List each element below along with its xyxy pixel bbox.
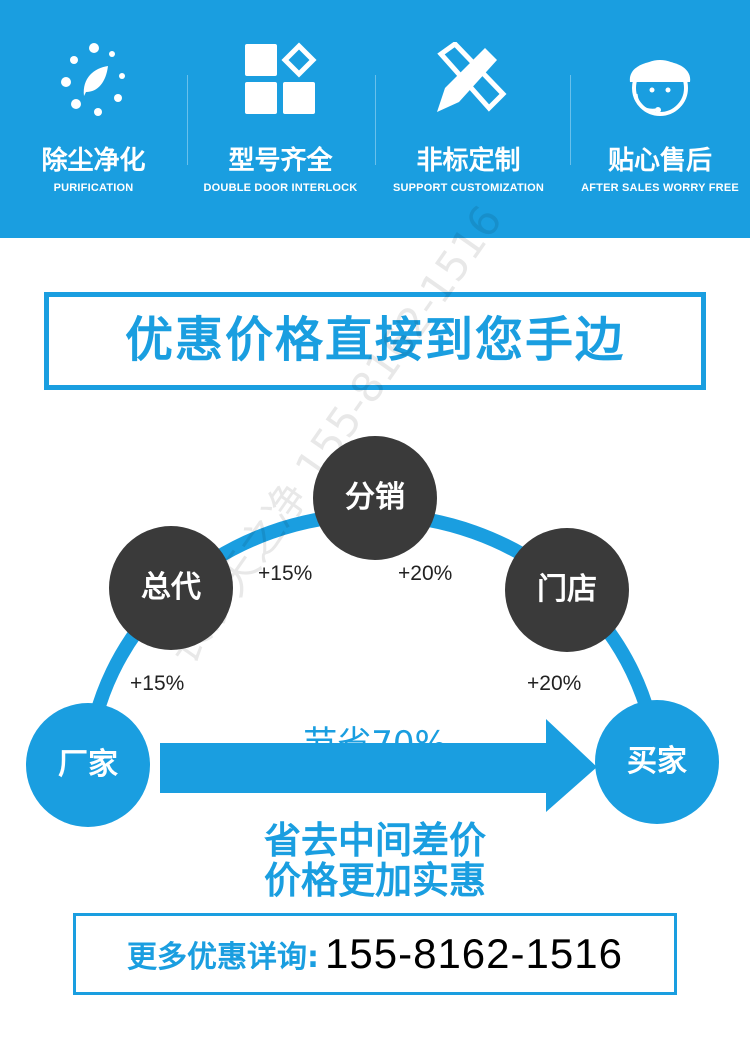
saving-label: 节省70% xyxy=(303,724,447,764)
feature-models: 型号齐全 DOUBLE DOOR INTERLOCK xyxy=(187,0,374,238)
contact-phone: 155-8162-1516 xyxy=(325,930,623,977)
tagline-1: 省去中间差价 xyxy=(264,819,486,862)
feature-title: 贴心售后 xyxy=(607,146,712,176)
node-distributor: 分销 xyxy=(313,436,437,560)
node-manufacturer: 厂家 xyxy=(26,703,150,827)
markup-label: +15% xyxy=(130,672,185,695)
feature-band: 除尘净化 PURIFICATION 型号齐全 DOUBLE DOOR INTER… xyxy=(0,0,750,238)
node-buyer: 买家 xyxy=(595,700,719,824)
markup-label: +15% xyxy=(258,562,313,585)
pencil-ruler-icon xyxy=(436,42,506,112)
feature-custom: 非标定制 SUPPORT CUSTOMIZATION xyxy=(375,0,562,238)
feature-purification: 除尘净化 PURIFICATION xyxy=(0,0,187,238)
divider xyxy=(187,75,188,165)
headset-agent-icon xyxy=(629,60,691,116)
feature-subtitle: SUPPORT CUSTOMIZATION xyxy=(392,182,545,194)
feature-subtitle: PURIFICATION xyxy=(53,182,134,194)
contact-label: 更多优惠详询: xyxy=(127,940,320,975)
arrow-right-icon xyxy=(160,719,597,812)
divider xyxy=(375,75,376,165)
markup-label: +20% xyxy=(527,672,582,695)
grid-diamond-icon xyxy=(244,42,317,114)
node-general-agent: 总代 xyxy=(109,526,233,650)
feature-subtitle: DOUBLE DOOR INTERLOCK xyxy=(203,182,358,194)
markup-label: +20% xyxy=(398,562,453,585)
tagline-2: 价格更加实惠 xyxy=(264,859,486,902)
headline-box: 优惠价格直接到您手边 xyxy=(44,292,706,390)
node-store: 门店 xyxy=(505,528,629,652)
feature-title: 非标定制 xyxy=(416,146,521,176)
feature-aftersales: 贴心售后 AFTER SALES WORRY FREE xyxy=(570,0,750,238)
feature-title: 型号齐全 xyxy=(228,146,333,176)
feature-subtitle: AFTER SALES WORRY FREE xyxy=(581,182,739,194)
leaf-dots-icon xyxy=(60,43,125,116)
feature-title: 除尘净化 xyxy=(41,146,146,176)
divider xyxy=(570,75,571,165)
contact-box: 更多优惠详询: 155-8162-1516 xyxy=(73,913,677,995)
